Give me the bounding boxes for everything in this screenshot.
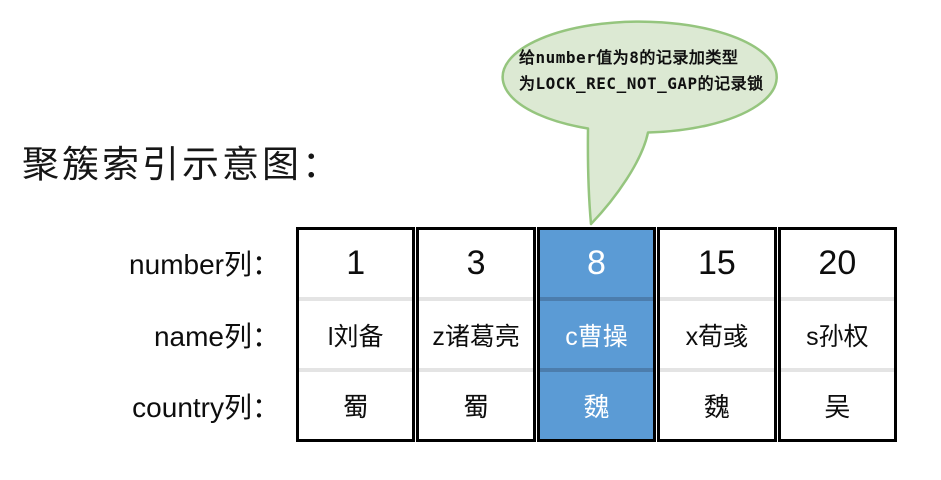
index-column-1: 1 l刘备 蜀 — [296, 227, 416, 442]
row-label-country: country列： — [132, 392, 280, 424]
name-cell: z诸葛亮 — [419, 297, 533, 368]
country-cell: 蜀 — [419, 368, 533, 439]
country-cell: 魏 — [660, 368, 774, 439]
name-cell: x荀彧 — [660, 297, 774, 368]
callout-text-line2: 为LOCK_REC_NOT_GAP的记录锁 — [519, 74, 764, 93]
country-cell: 蜀 — [299, 368, 413, 439]
country-cell: 吴 — [780, 368, 895, 439]
number-cell: 15 — [698, 244, 736, 282]
number-cell: 3 — [466, 244, 486, 282]
number-cell: 1 — [346, 244, 366, 282]
index-column-3-highlighted: 8 c曹操 魏 — [536, 227, 657, 442]
index-column-4: 15 x荀彧 魏 — [657, 227, 777, 442]
name-cell: l刘备 — [299, 297, 413, 368]
row-label-number: number列： — [129, 248, 280, 280]
callout-text-line1: 给number值为8的记录加类型 — [519, 48, 739, 67]
number-cell: 8 — [587, 244, 606, 282]
callout-text: 给number值为8的记录加类型 为LOCK_REC_NOT_GAP的记录锁 — [519, 45, 769, 97]
name-cell: c曹操 — [539, 297, 654, 368]
number-cell: 20 — [818, 244, 857, 282]
page-title: 聚簇索引示意图： — [22, 143, 342, 186]
name-cell: s孙权 — [780, 297, 895, 368]
clustered-index-table: 1 l刘备 蜀 3 z诸葛亮 蜀 8 c曹操 魏 15 x荀彧 魏 20 s孙权… — [296, 227, 898, 442]
callout-bubble-shape — [501, 20, 778, 226]
index-column-2: 3 z诸葛亮 蜀 — [416, 227, 536, 442]
row-labels: number列： name列： country列： — [0, 227, 288, 442]
index-column-5: 20 s孙权 吴 — [777, 227, 898, 442]
country-cell: 魏 — [539, 368, 654, 439]
row-label-name: name列： — [153, 320, 280, 352]
